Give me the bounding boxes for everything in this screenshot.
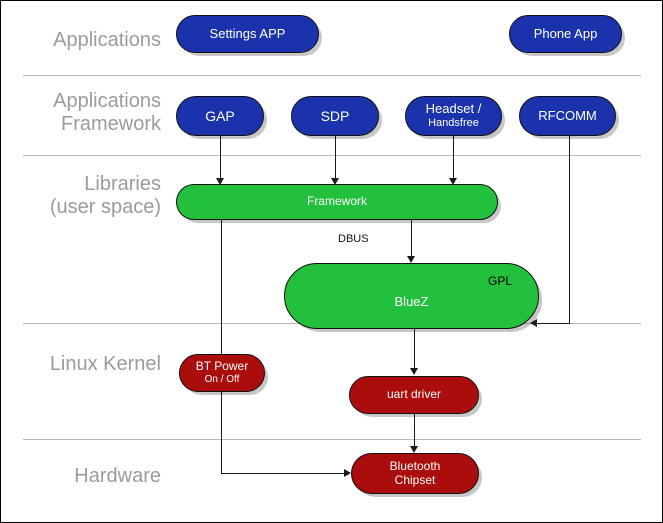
node-headset-label-line1: Headset / <box>425 101 482 117</box>
arrowhead-sdp-to-framework <box>331 178 339 185</box>
node-sdp[interactable]: SDP <box>291 96 379 136</box>
edge-gap-to-framework <box>220 136 221 181</box>
layer-label-linux-kernel: Linux Kernel <box>49 353 161 375</box>
node-bluetooth-chipset[interactable]: Bluetooth Chipset <box>351 453 479 494</box>
layer-label-applications: Applications <box>53 29 161 51</box>
node-bt-power[interactable]: BT Power On / Off <box>179 354 265 392</box>
edge-label-dbus: DBUS <box>336 233 371 245</box>
node-headset-label-line2: Handsfree <box>428 117 479 130</box>
divider-linux-kernel <box>23 439 641 440</box>
node-phone-app[interactable]: Phone App <box>509 15 622 53</box>
arrowhead-rfcomm-to-bluez <box>530 319 537 327</box>
arrowhead-headset-to-framework <box>449 178 457 185</box>
node-phone-app-label: Phone App <box>533 25 598 41</box>
node-bluetooth-chipset-label-line1: Bluetooth <box>389 458 441 473</box>
node-rfcomm[interactable]: RFCOMM <box>519 96 616 136</box>
node-gap-label: GAP <box>205 107 235 124</box>
node-uart-driver[interactable]: uart driver <box>349 376 479 414</box>
node-bluez-license-badge: GPL <box>487 274 512 288</box>
layer-label-libraries: Libraries (user space) <box>49 173 161 218</box>
node-framework-label: Framework <box>306 194 367 209</box>
edge-uart-to-chipset <box>414 414 415 448</box>
arrowhead-framework-to-chipset <box>344 469 351 477</box>
node-bluez[interactable]: GPL BlueZ <box>284 263 539 329</box>
node-settings-app[interactable]: Settings APP <box>176 15 319 53</box>
node-bt-power-label-line2: On / Off <box>204 374 240 386</box>
arrowhead-uart-to-chipset <box>410 446 418 453</box>
edge-rfcomm-to-bluez-horizontal <box>537 323 570 324</box>
node-framework[interactable]: Framework <box>176 184 498 220</box>
divider-applications-framework <box>23 155 641 156</box>
node-settings-app-label: Settings APP <box>209 25 286 41</box>
edge-bluez-to-uart <box>414 329 415 370</box>
node-rfcomm-label: RFCOMM <box>538 107 597 123</box>
edge-headset-to-framework <box>453 136 454 181</box>
arrowhead-gap-to-framework <box>216 178 224 185</box>
node-sdp-label: SDP <box>320 107 350 124</box>
arrowhead-bluez-to-uart <box>410 368 418 375</box>
node-gap[interactable]: GAP <box>176 96 264 136</box>
edge-framework-to-chipset-vertical <box>221 220 222 473</box>
layer-label-applications-framework: Applications Framework <box>53 90 161 135</box>
arrowhead-framework-to-bluez <box>407 256 415 263</box>
node-bluetooth-chipset-label-line2: Chipset <box>394 472 436 487</box>
edge-framework-to-chipset-horizontal <box>221 473 344 474</box>
divider-applications <box>23 75 641 76</box>
node-uart-driver-label: uart driver <box>386 387 442 402</box>
edge-rfcomm-to-bluez-vertical <box>569 136 570 323</box>
edge-framework-to-bluez <box>411 220 412 258</box>
layer-label-hardware: Hardware <box>74 465 161 487</box>
edge-sdp-to-framework <box>335 136 336 181</box>
node-headset-handsfree[interactable]: Headset / Handsfree <box>405 96 502 136</box>
node-bluez-label: BlueZ <box>394 294 429 309</box>
node-bt-power-label-line1: BT Power <box>195 359 249 374</box>
